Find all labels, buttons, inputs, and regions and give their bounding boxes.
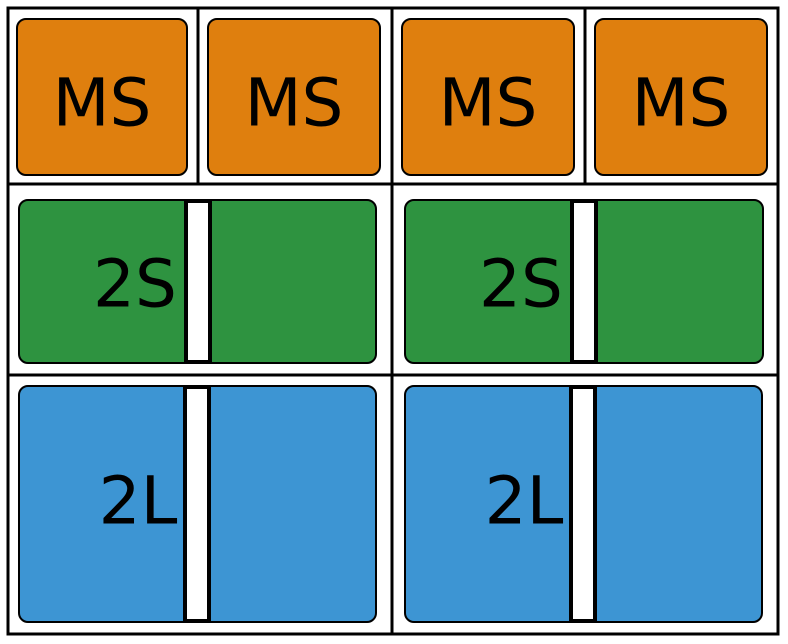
ms-module-box [16, 18, 188, 176]
two-s-row: 2S 2S [18, 199, 764, 364]
ms-module-box [594, 18, 768, 176]
two-l-module: 2L [18, 385, 377, 623]
ms-module: MS [16, 18, 188, 176]
ms-module-label: MS [632, 65, 731, 142]
ms-module-box [401, 18, 575, 176]
two-s-module-label: 2S [479, 246, 563, 323]
ms-module: MS [207, 18, 381, 176]
ms-module-label: MS [53, 65, 152, 142]
ms-module-label: MS [245, 65, 344, 142]
ms-module-label: MS [439, 65, 538, 142]
two-l-module-gap [569, 385, 597, 623]
ms-module: MS [594, 18, 768, 176]
two-l-module: 2L [404, 385, 763, 623]
ms-row: MS MS MS MS [16, 18, 768, 176]
two-s-module-gap [570, 199, 598, 364]
two-s-module: 2S [404, 199, 764, 364]
two-l-module-label: 2L [99, 463, 178, 540]
two-s-module-label: 2S [93, 246, 177, 323]
two-l-row: 2L 2L [18, 385, 763, 623]
two-l-module-label: 2L [485, 463, 564, 540]
two-s-module: 2S [18, 199, 377, 364]
grid-frame [6, 6, 780, 636]
ms-module-box [207, 18, 381, 176]
ms-module: MS [401, 18, 575, 176]
two-s-module-gap [184, 199, 212, 364]
two-l-module-gap [183, 385, 211, 623]
